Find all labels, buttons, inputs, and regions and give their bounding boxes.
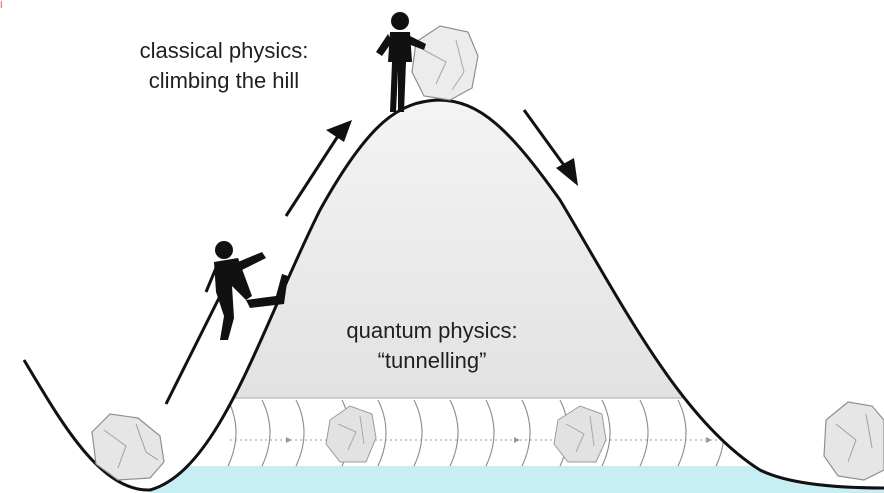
tunnel-region [150,397,884,493]
corner-mark: ا [0,0,3,10]
classical-label-line1: classical physics: [139,38,309,63]
quantum-label-line2: “tunnelling” [377,348,487,373]
rock-icon [553,405,607,463]
standing-person-icon [376,12,426,112]
quantum-physics-label: quantum physics: “tunnelling” [312,316,552,376]
rock-icon [325,405,377,463]
arrow-icon [284,120,352,217]
climbing-person-icon [204,241,288,340]
hill-outline [22,98,884,492]
hill-shape [150,100,884,493]
arrow-icon [522,109,578,186]
rock-icon [411,25,479,101]
rock-icon [823,401,884,481]
classical-physics-label: classical physics: climbing the hill [104,36,344,96]
rock-icon [91,413,165,481]
classical-label-line2: climbing the hill [148,68,300,93]
arrow-icon [164,295,222,405]
tunnel-water [150,466,884,493]
quantum-label-line1: quantum physics: [346,318,518,343]
